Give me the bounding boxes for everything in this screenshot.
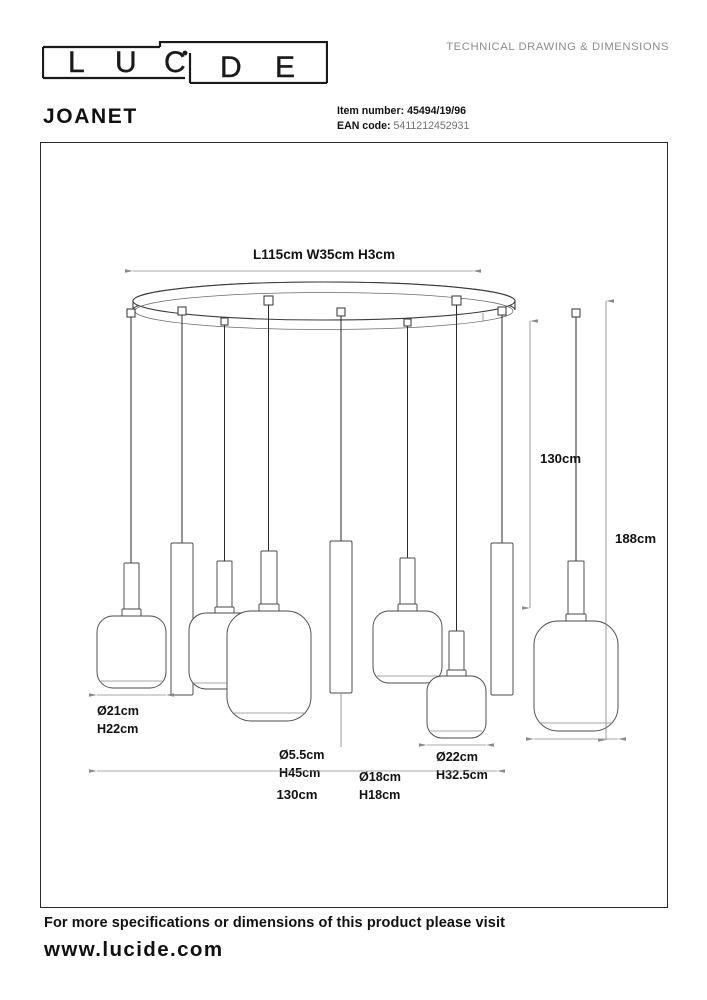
pendant-shade-right-22	[533, 560, 619, 732]
product-meta: Item number: 45494/19/96 EAN code: 54112…	[337, 104, 469, 134]
ean-label: EAN code:	[337, 120, 391, 132]
dimension-tube-55: Ø5.5cm H45cm	[279, 748, 325, 780]
tube-height: H45cm	[279, 766, 320, 780]
suspension-cables	[126, 295, 581, 631]
ceiling-plate	[132, 281, 516, 330]
shade-21-diameter: Ø21cm	[97, 704, 139, 718]
page-header: L U C D E TECHNICAL DRAWING & DIMENSIONS	[0, 0, 707, 100]
pendant-shade-right-21	[372, 557, 443, 684]
dimension-bottom-width: 130cm	[89, 769, 505, 802]
drawing-frame: .ol { fill:#ffffff; stroke:#3c3c3c; stro…	[40, 142, 668, 908]
svg-text:E: E	[275, 51, 295, 84]
shade-22-height: H32.5cm	[436, 768, 488, 782]
technical-drawing: .ol { fill:#ffffff; stroke:#3c3c3c; stro…	[89, 247, 656, 802]
drop-height-label: 130cm	[540, 451, 581, 466]
shade-22-diameter: Ø22cm	[436, 750, 478, 764]
item-number-value: 45494/19/96	[407, 105, 466, 117]
tube-diameter: Ø5.5cm	[279, 748, 325, 762]
pendant-tube-center	[329, 540, 353, 747]
svg-text:D: D	[220, 51, 242, 84]
ean-row: EAN code: 5411212452931	[337, 119, 469, 134]
svg-text:C: C	[164, 46, 186, 79]
dimension-shade-18: Ø18cm H18cm	[359, 743, 494, 802]
dimension-total-188: 188cm	[598, 299, 656, 742]
header-tagline: TECHNICAL DRAWING & DIMENSIONS	[446, 41, 669, 53]
svg-text:L: L	[68, 46, 85, 79]
lucide-logo: L U C D E	[42, 41, 328, 84]
shade-18-height: H18cm	[359, 788, 400, 802]
dimension-drop-130: 130cm	[482, 313, 581, 610]
top-spec-label: L115cm W35cm H3cm	[253, 247, 395, 262]
shade-18-diameter: Ø18cm	[359, 770, 401, 784]
shade-21-height: H22cm	[97, 722, 138, 736]
dimension-shade-22: Ø22cm H32.5cm	[436, 737, 626, 782]
dimension-shade-21: Ø21cm H22cm	[89, 693, 174, 736]
pendant-shade-small-18	[426, 630, 487, 739]
product-name: JOANET	[43, 105, 138, 128]
pendant-shade-center-22	[226, 550, 312, 722]
bottom-width-label: 130cm	[276, 787, 317, 802]
pendant-tube-right	[490, 542, 514, 696]
item-number-row: Item number: 45494/19/96	[337, 104, 469, 119]
total-height-label: 188cm	[615, 531, 656, 546]
footer-website[interactable]: www.lucide.com	[44, 938, 224, 961]
pendant-shade-left-21	[96, 562, 167, 689]
ean-value: 5411212452931	[393, 120, 470, 132]
svg-text:U: U	[115, 46, 137, 79]
footer-text: For more specifications or dimensions of…	[44, 915, 506, 931]
item-number-label: Item number:	[337, 105, 405, 117]
